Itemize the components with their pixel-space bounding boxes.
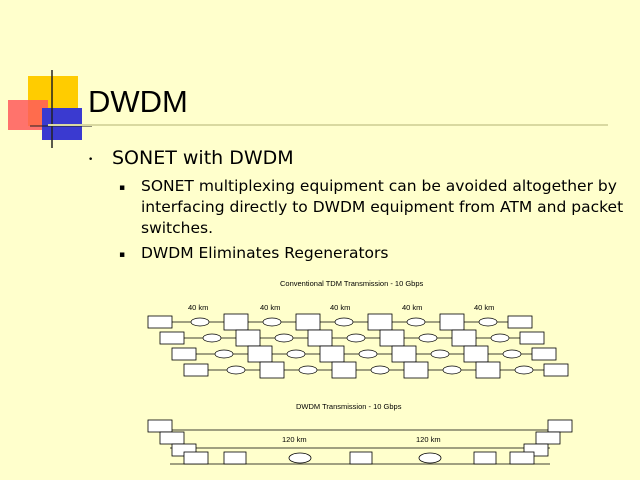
span-label: 40 km: [330, 303, 350, 312]
title-underline: [48, 124, 608, 126]
sub-bullet-marker: ▪: [119, 183, 126, 193]
bullet-marker: •: [88, 155, 94, 165]
transmission-diagram: Conventional TDM Transmission - 10 Gbps …: [147, 279, 573, 465]
span-label: 40 km: [474, 303, 494, 312]
conventional-title: Conventional TDM Transmission - 10 Gbps: [280, 279, 424, 288]
slide-title: DWDM: [88, 84, 188, 119]
dwdm-title: DWDM Transmission - 10 Gbps: [296, 402, 402, 411]
span-label: 40 km: [188, 303, 208, 312]
long-span-label: 120 km: [416, 435, 441, 444]
span-label: 40 km: [402, 303, 422, 312]
title-decoration: [8, 70, 92, 148]
bullet-sonet-dwdm: SONET with DWDM: [112, 147, 294, 169]
sub-bullet-marker: ▪: [119, 250, 126, 260]
sub-bullet-multiplexing: SONET multiplexing equipment can be avoi…: [141, 177, 624, 237]
sub-bullet-regenerators: DWDM Eliminates Regenerators: [141, 244, 389, 262]
span-label: 40 km: [260, 303, 280, 312]
long-span-label: 120 km: [282, 435, 307, 444]
